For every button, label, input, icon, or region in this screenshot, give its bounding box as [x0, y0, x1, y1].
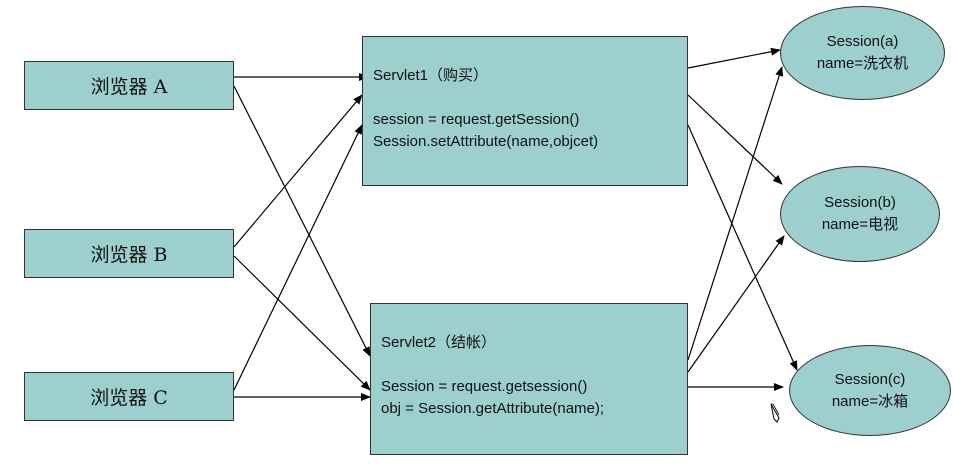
servlet1-line2: Session.setAttribute(name,objcet): [373, 133, 599, 150]
arrow-a-to-servlet2: [233, 85, 371, 357]
servlet1-line1: session = request.getSession(): [373, 111, 580, 128]
pencil-cursor-icon: [770, 403, 780, 423]
browser-a-box: 浏览器 A: [24, 61, 234, 110]
session-b-ellipse: Session(b) name=电视: [780, 166, 940, 262]
servlet2-title: Servlet2（结帐）: [381, 334, 497, 351]
browser-b-box: 浏览器 B: [24, 229, 234, 278]
arrow-servlet1-to-session-b: [687, 94, 783, 185]
servlet2-box: Servlet2（结帐） Session = request.getsessio…: [370, 303, 688, 455]
browser-c-box: 浏览器 C: [24, 372, 234, 421]
arrow-servlet1-to-session-c: [687, 124, 798, 371]
session-a-ellipse: Session(a) name=洗衣机: [780, 6, 945, 100]
arrow-b-to-servlet1: [233, 94, 363, 248]
session-c-title: Session(c): [834, 370, 906, 388]
servlet1-box: Servlet1（购买） session = request.getSessio…: [362, 36, 688, 186]
session-a-value: name=洗衣机: [816, 55, 909, 72]
servlet2-line2: obj = Session.getAttribute(name);: [381, 400, 605, 417]
session-c-ellipse: Session(c) name=冰箱: [789, 345, 951, 436]
session-c-value: name=冰箱: [831, 392, 909, 410]
session-b-value: name=电视: [821, 216, 899, 233]
session-b-title: Session(b): [824, 194, 896, 211]
browser-c-label: 浏览器 C: [90, 387, 168, 409]
browser-b-label: 浏览器 B: [90, 244, 168, 266]
browser-a-label: 浏览器 A: [90, 76, 168, 98]
arrow-servlet1-to-session-a: [687, 47, 781, 69]
arrow-c-to-servlet1: [233, 124, 363, 391]
servlet1-title: Servlet1（购买）: [373, 67, 489, 84]
arrow-servlet2-to-session-b: [687, 235, 785, 373]
arrow-b-to-servlet2: [233, 255, 371, 391]
session-a-title: Session(a): [826, 33, 899, 50]
arrow-servlet2-to-session-a: [687, 66, 784, 361]
servlet2-line1: Session = request.getsession(): [381, 378, 588, 395]
